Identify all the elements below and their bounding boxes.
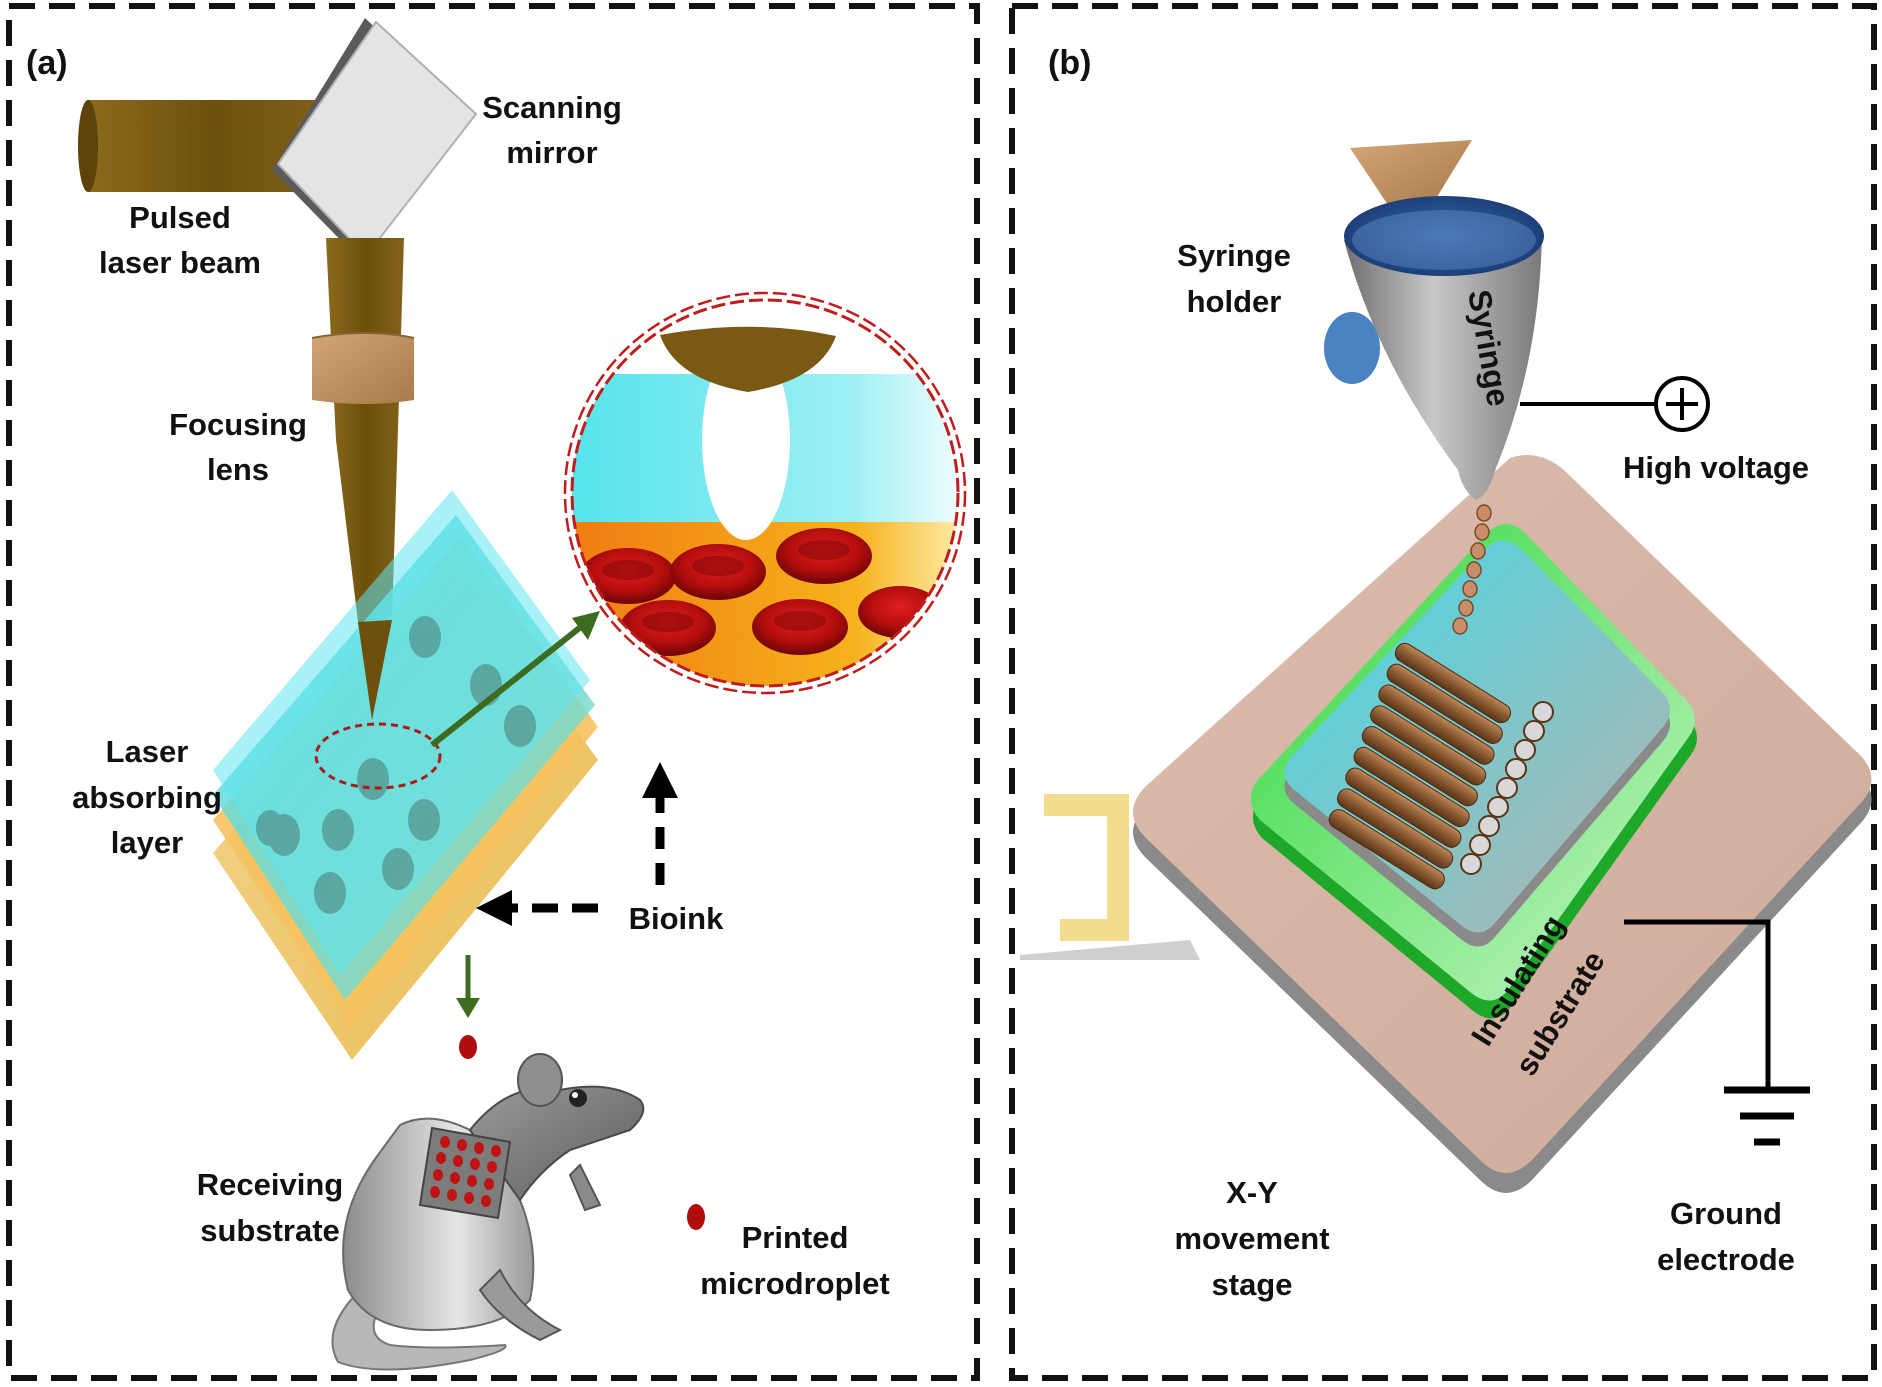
label-xy-stage-2: movement bbox=[1174, 1221, 1329, 1256]
label-laser-absorbing-3: layer bbox=[111, 825, 183, 860]
label-high-voltage: High voltage bbox=[1623, 450, 1809, 485]
absorbing-slab bbox=[213, 490, 598, 1060]
label-scanning-mirror-1: Scanning bbox=[482, 90, 622, 125]
fiber-bundle bbox=[1328, 642, 1554, 890]
label-xy-stage-3: stage bbox=[1212, 1267, 1293, 1302]
scanning-mirror bbox=[272, 18, 478, 260]
label-bioink: Bioink bbox=[629, 901, 724, 936]
label-ground-electrode-2: electrode bbox=[1657, 1242, 1795, 1277]
printed-patch bbox=[418, 1126, 512, 1220]
zoom-inset bbox=[563, 291, 967, 695]
label-laser-absorbing-2: absorbing bbox=[72, 780, 222, 815]
ground-electrode bbox=[1624, 919, 1810, 1146]
printed-microdroplet-legend-icon bbox=[687, 1204, 705, 1230]
label-xy-stage-1: X-Y bbox=[1226, 1175, 1278, 1210]
label-receiving-substrate-2: substrate bbox=[200, 1213, 340, 1248]
stage-side-bracket bbox=[1020, 794, 1200, 960]
panel-b-tag: (b) bbox=[1048, 44, 1091, 82]
label-ground-electrode-1: Ground bbox=[1670, 1196, 1782, 1231]
droplet-ejection-arrow bbox=[456, 955, 480, 1059]
label-printed-microdroplet-1: Printed bbox=[742, 1220, 849, 1255]
label-receiving-substrate-1: Receiving bbox=[197, 1167, 343, 1202]
focus-region-marker bbox=[314, 722, 442, 790]
high-voltage-source bbox=[1520, 376, 1710, 432]
panel-b-border bbox=[1009, 3, 1877, 1381]
label-scanning-mirror-2: mirror bbox=[506, 135, 597, 170]
panel-a-tag: (a) bbox=[26, 44, 68, 82]
label-focusing-lens-1: Focusing bbox=[169, 407, 307, 442]
bioink-droplets bbox=[256, 616, 536, 914]
focusing-lens bbox=[311, 332, 415, 404]
bioink-arrows bbox=[476, 762, 678, 926]
panel-a-border bbox=[6, 3, 980, 1381]
label-printed-microdroplet-2: microdroplet bbox=[700, 1266, 889, 1301]
label-syringe-holder-2: holder bbox=[1187, 284, 1282, 319]
electrospinning-jet bbox=[1452, 504, 1492, 635]
mouse-receiving-substrate bbox=[331, 1053, 645, 1371]
zoom-arrow bbox=[430, 615, 596, 748]
label-pulsed-laser-beam-2: laser beam bbox=[99, 245, 261, 280]
label-laser-absorbing-1: Laser bbox=[106, 734, 189, 769]
label-pulsed-laser-beam-1: Pulsed bbox=[129, 200, 231, 235]
label-focusing-lens-2: lens bbox=[207, 452, 269, 487]
label-syringe-holder-1: Syringe bbox=[1177, 238, 1291, 273]
syringe bbox=[1324, 140, 1544, 501]
